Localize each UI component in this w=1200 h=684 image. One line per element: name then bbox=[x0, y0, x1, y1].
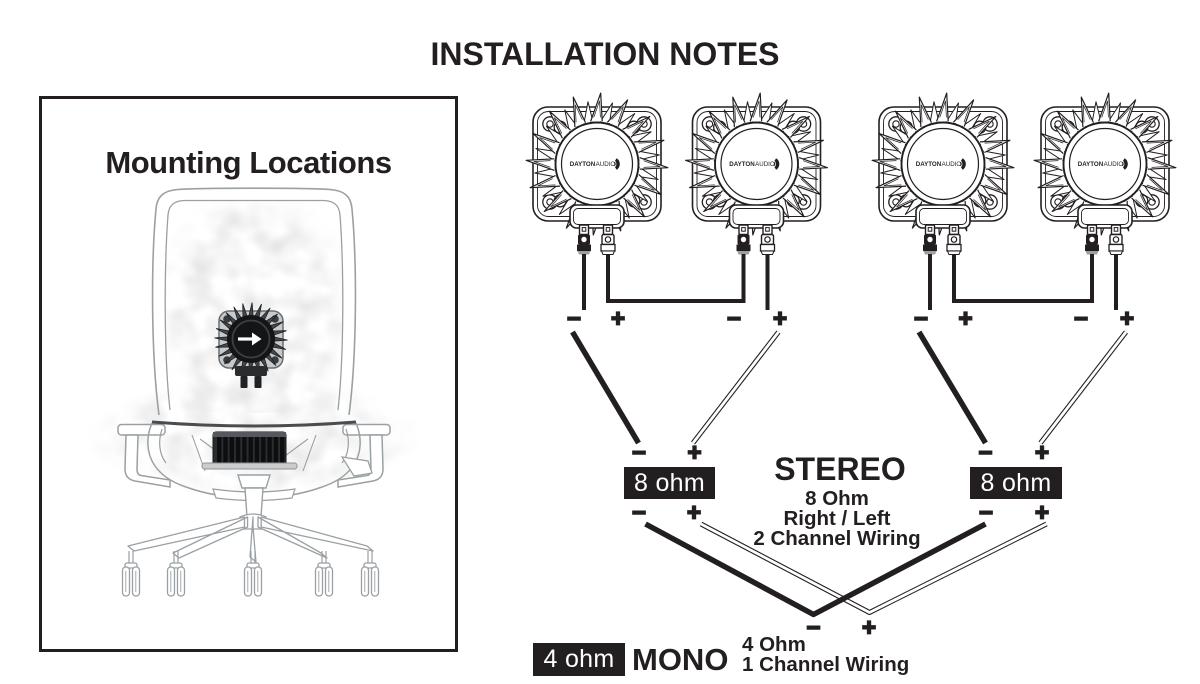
stereo-impedance-line: 8 Ohm bbox=[805, 487, 869, 510]
caster bbox=[314, 551, 334, 597]
transducer-2 bbox=[684, 92, 829, 256]
right-channel-impedance-label: 8 ohm bbox=[980, 468, 1052, 497]
mono-impedance-line: 4 Ohm bbox=[742, 633, 806, 656]
mono-negative-label: − bbox=[806, 614, 822, 642]
speaker4-positive-label: + bbox=[1119, 305, 1135, 333]
speaker1-negative-label: − bbox=[566, 305, 582, 333]
speaker2-negative-label: − bbox=[726, 305, 742, 333]
negative-feed-wires bbox=[570, 330, 988, 445]
speaker3-to-speaker4-series-wire bbox=[952, 254, 1094, 303]
mono-positive-label: + bbox=[861, 614, 877, 642]
right-channel-top-negative-label: − bbox=[978, 439, 994, 467]
mono-combine-wires bbox=[644, 521, 1048, 618]
mono-details: 4 Ohm 1 Channel Wiring bbox=[742, 633, 910, 677]
left-positive-feed-wire-core bbox=[691, 331, 780, 444]
right-channel-top-positive-label: + bbox=[1034, 439, 1050, 467]
speaker3-negative-label: − bbox=[913, 305, 929, 333]
speaker3-positive-label: + bbox=[958, 305, 974, 333]
left-channel-top-negative-label: − bbox=[631, 439, 647, 467]
left-channel-impedance-label: 8 ohm bbox=[634, 468, 705, 497]
speaker-lead-wires bbox=[582, 254, 1118, 310]
caster bbox=[360, 551, 380, 597]
left-channel-impedance-box: 8 ohm bbox=[624, 467, 715, 499]
speaker1-to-speaker2-series-wire bbox=[606, 254, 746, 303]
chair-base bbox=[127, 513, 374, 563]
office-chair-illustration bbox=[86, 187, 422, 597]
caster bbox=[243, 551, 263, 597]
mounting-locations-panel: Mounting Locations bbox=[39, 96, 458, 652]
right-channel-impedance-box: 8 ohm bbox=[970, 467, 1062, 499]
mono-wiring-line: 1 Channel Wiring bbox=[742, 653, 910, 677]
left-channel-bottom-positive-label: + bbox=[686, 499, 702, 527]
arrow-icon bbox=[238, 332, 262, 346]
stereo-details: 8 Ohm Right / Left 2 Channel Wiring bbox=[753, 487, 921, 550]
right-negative-feed-wire bbox=[916, 330, 988, 445]
left-negative-feed-wire bbox=[570, 330, 641, 445]
page-title: INSTALLATION NOTES bbox=[430, 36, 780, 72]
positive-feed-wires bbox=[691, 330, 1128, 445]
mounting-locations-title: Mounting Locations bbox=[105, 145, 392, 180]
stereo-heading: STEREO bbox=[774, 450, 906, 487]
speaker1-positive-label: + bbox=[610, 305, 626, 333]
left-channel-bottom-negative-label: − bbox=[631, 499, 647, 527]
transducer-3 bbox=[871, 92, 1015, 256]
speaker2-positive-label: + bbox=[772, 305, 788, 333]
mounted-transducer bbox=[214, 302, 288, 388]
caster bbox=[121, 551, 141, 597]
chair-casters bbox=[121, 551, 380, 597]
right-channel-bottom-negative-label: − bbox=[978, 499, 994, 527]
mono-heading: MONO bbox=[632, 642, 729, 677]
right-positive-feed-wire-core bbox=[1039, 331, 1128, 444]
transducer-4 bbox=[1033, 92, 1177, 256]
chair-backrest-seat-junction bbox=[151, 420, 357, 428]
left-channel-top-positive-label: + bbox=[687, 439, 703, 467]
chair-mechanism bbox=[201, 431, 298, 470]
transducer-1 bbox=[525, 92, 669, 256]
stereo-wiring-line: 2 Channel Wiring bbox=[753, 527, 921, 550]
speaker4-negative-label: − bbox=[1073, 305, 1089, 333]
mono-impedance-label: 4 ohm bbox=[543, 645, 615, 673]
left-armrest bbox=[117, 423, 171, 488]
stereo-feed-wires bbox=[570, 330, 1128, 445]
mono-negative-wire bbox=[644, 521, 987, 618]
stereo-channels-line: Right / Left bbox=[783, 507, 891, 530]
chair-gas-lift bbox=[237, 474, 271, 518]
chair-backrest bbox=[151, 187, 357, 416]
mono-positive-wire-core bbox=[700, 522, 1048, 614]
mono-impedance-box: 4 ohm bbox=[533, 643, 625, 676]
caster bbox=[166, 551, 186, 597]
right-channel-bottom-positive-label: + bbox=[1034, 499, 1050, 527]
